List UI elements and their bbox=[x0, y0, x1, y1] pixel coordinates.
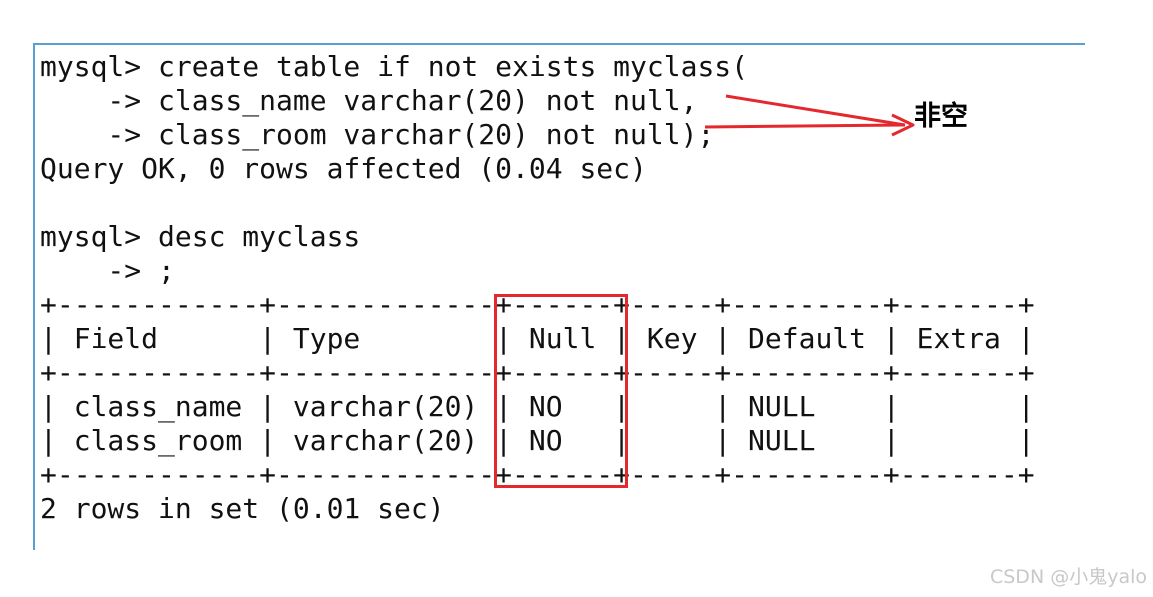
annotation-label: 非空 bbox=[914, 101, 968, 132]
table-border-line: +------------+-------------+------+-----… bbox=[40, 288, 1035, 321]
terminal-line: mysql> create table if not exists myclas… bbox=[40, 50, 749, 83]
terminal-blank-line bbox=[40, 186, 1035, 220]
table-border-line: +------------+-------------+------+-----… bbox=[40, 356, 1035, 389]
watermark: CSDN @小鬼yalo bbox=[989, 566, 1147, 588]
null-column-highlight bbox=[494, 294, 628, 488]
terminal-output: mysql> create table if not exists myclas… bbox=[40, 50, 1035, 526]
terminal-line: Query OK, 0 rows affected (0.04 sec) bbox=[40, 152, 647, 185]
result-summary: 2 rows in set (0.01 sec) bbox=[40, 492, 445, 525]
table-row: | class_room | varchar(20) | NO | | NULL… bbox=[40, 424, 1035, 457]
terminal-line: -> class_name varchar(20) not null, bbox=[40, 84, 698, 117]
terminal-line: -> ; bbox=[40, 254, 175, 287]
table-header-row: | Field | Type | Null | Key | Default | … bbox=[40, 322, 1035, 355]
terminal-line: mysql> desc myclass bbox=[40, 220, 361, 253]
terminal-line: -> class_room varchar(20) not null); bbox=[40, 118, 715, 151]
